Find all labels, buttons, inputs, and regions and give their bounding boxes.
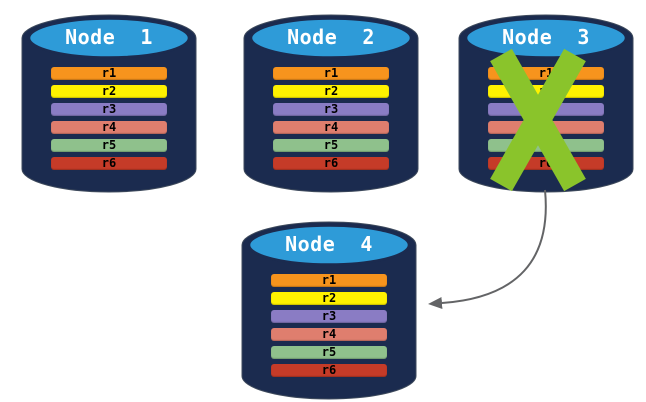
node-title: Node 3 bbox=[502, 25, 590, 49]
replica-row: r6 bbox=[273, 157, 389, 170]
replica-row-label: r6 bbox=[321, 363, 337, 377]
replica-row: r1 bbox=[271, 274, 387, 287]
replica-row: r1 bbox=[51, 67, 167, 80]
node-2: Node 2 r1 r2 r3 r4 r5 r6 bbox=[243, 7, 419, 193]
replica-row: r3 bbox=[51, 103, 167, 116]
replica-row-label: r1 bbox=[321, 273, 337, 287]
replica-row: r3 bbox=[273, 103, 389, 116]
replica-row: r4 bbox=[273, 121, 389, 134]
replica-row-label: r4 bbox=[323, 120, 339, 134]
replica-row-label: r5 bbox=[321, 345, 337, 359]
replica-row: r6 bbox=[271, 364, 387, 377]
node-title: Node 4 bbox=[285, 232, 373, 256]
replica-row: r5 bbox=[51, 139, 167, 152]
replica-rows: r1 r2 r3 r4 r5 r6 bbox=[271, 274, 387, 377]
replica-row-label: r2 bbox=[321, 291, 337, 305]
node-4: Node 4 r1 r2 r3 r4 r5 r6 bbox=[241, 214, 417, 400]
node-title: Node 2 bbox=[287, 25, 375, 49]
replica-row: r4 bbox=[271, 328, 387, 341]
replica-row-label: r4 bbox=[321, 327, 337, 341]
replica-row-label: r3 bbox=[101, 102, 117, 116]
replica-row-label: r1 bbox=[101, 66, 117, 80]
replica-row: r3 bbox=[271, 310, 387, 323]
replica-row: r2 bbox=[51, 85, 167, 98]
replica-row: r2 bbox=[273, 85, 389, 98]
replica-row-label: r2 bbox=[323, 84, 339, 98]
replica-row-label: r5 bbox=[101, 138, 117, 152]
replica-row-label: r3 bbox=[321, 309, 337, 323]
replica-row-label: r4 bbox=[101, 120, 117, 134]
replica-row-label: r6 bbox=[101, 156, 117, 170]
replica-row: r2 bbox=[271, 292, 387, 305]
node-3: Node 3 r1 r2 r3 r4 r5 r6 bbox=[458, 7, 634, 193]
replica-row-label: r6 bbox=[323, 156, 339, 170]
replica-row-label: r3 bbox=[323, 102, 339, 116]
failure-x-cross-icon bbox=[490, 48, 586, 192]
replica-row: r6 bbox=[51, 157, 167, 170]
replica-rows: r1 r2 r3 r4 r5 r6 bbox=[51, 67, 167, 170]
replica-row: r1 bbox=[273, 67, 389, 80]
node-1: Node 1 r1 r2 r3 r4 r5 r6 bbox=[21, 7, 197, 193]
replica-row-label: r2 bbox=[101, 84, 117, 98]
replica-rows: r1 r2 r3 r4 r5 r6 bbox=[273, 67, 389, 170]
replica-row: r4 bbox=[51, 121, 167, 134]
node-title: Node 1 bbox=[65, 25, 153, 49]
replica-row-label: r5 bbox=[323, 138, 339, 152]
replica-row: r5 bbox=[271, 346, 387, 359]
replica-row-label: r1 bbox=[323, 66, 339, 80]
replica-row: r5 bbox=[273, 139, 389, 152]
